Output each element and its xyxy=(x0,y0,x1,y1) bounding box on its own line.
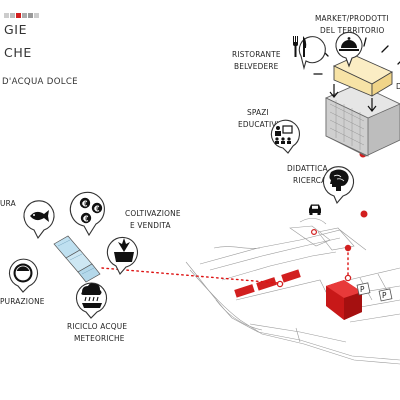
market-label-1: MARKET/PRODOTTI xyxy=(315,13,389,23)
food-cloche-icon xyxy=(339,37,359,51)
plant-icon xyxy=(114,238,134,262)
color-square xyxy=(22,13,27,18)
car-icon xyxy=(309,204,321,215)
edge-letter: D xyxy=(396,81,400,91)
didattica-label-2: RICERCA xyxy=(293,175,326,185)
depurazione-label-partial: PURAZIONE xyxy=(0,296,45,306)
color-square xyxy=(16,13,21,18)
color-strip xyxy=(4,13,39,18)
map-marker-1 xyxy=(276,280,284,288)
riciclo-bubble xyxy=(75,282,108,319)
map-marker-3 xyxy=(311,229,318,236)
restaurant-bubble xyxy=(293,36,326,71)
color-square xyxy=(34,13,39,18)
rain-cloud-icon xyxy=(81,283,102,308)
riciclo-label-2: METEORICHE xyxy=(74,333,125,343)
classroom-icon xyxy=(275,125,293,144)
color-square xyxy=(10,13,15,18)
fish-icon xyxy=(30,210,49,222)
market-label-2: DEL TERRITORIO xyxy=(320,25,385,35)
riciclo-label-1: RICICLO ACQUE xyxy=(67,321,127,331)
water-bowl-icon xyxy=(13,263,33,283)
connector-dot-2 xyxy=(360,210,368,218)
red-building xyxy=(326,280,362,320)
red-lot-1 xyxy=(234,284,255,298)
map-marker-2 xyxy=(344,274,352,282)
connector-left xyxy=(101,267,279,284)
parking-label-2: P xyxy=(382,290,387,300)
spazi-label-1: SPAZI xyxy=(247,107,269,117)
color-square xyxy=(4,13,9,18)
svg-text:€: € xyxy=(82,215,89,224)
coltivazione-label-2: E VENDITA xyxy=(130,220,171,230)
title-line-1: GIE xyxy=(4,22,27,37)
red-lot-2 xyxy=(256,277,277,291)
red-lot-3 xyxy=(281,269,301,283)
coltivazione-label-1: COLTIVAZIONE xyxy=(125,208,181,218)
coltura-label-partial: URA xyxy=(0,198,16,208)
svg-text:€: € xyxy=(93,205,100,214)
brain-icon xyxy=(329,169,349,191)
ristorante-label-1: RISTORANTE xyxy=(232,49,281,59)
ristorante-label-2: BELVEDERE xyxy=(234,61,279,71)
parking-label-1: P xyxy=(360,284,365,294)
plant-bubble xyxy=(106,236,138,275)
depurazione-bubble xyxy=(8,258,39,293)
euro-icon: € € € xyxy=(79,197,103,224)
research-bubble xyxy=(322,166,355,205)
subtitle: D'ACQUA DOLCE xyxy=(2,77,78,87)
svg-text:€: € xyxy=(81,200,88,209)
classroom-bubble xyxy=(270,119,300,154)
didattica-label-1: DIDATTICA xyxy=(287,163,328,173)
fork-knife-icon xyxy=(293,36,307,57)
aquaculture-tanks xyxy=(53,235,101,283)
site-plan: P P xyxy=(185,204,400,365)
spazi-label-2: EDUCATIVI xyxy=(238,119,279,129)
connector-dot-3 xyxy=(344,244,352,252)
title-line-2: CHE xyxy=(4,45,32,60)
color-square xyxy=(28,13,33,18)
euro-bubble: € € € xyxy=(69,191,105,237)
market-bubble xyxy=(335,31,363,68)
fish-bubble xyxy=(23,200,55,240)
